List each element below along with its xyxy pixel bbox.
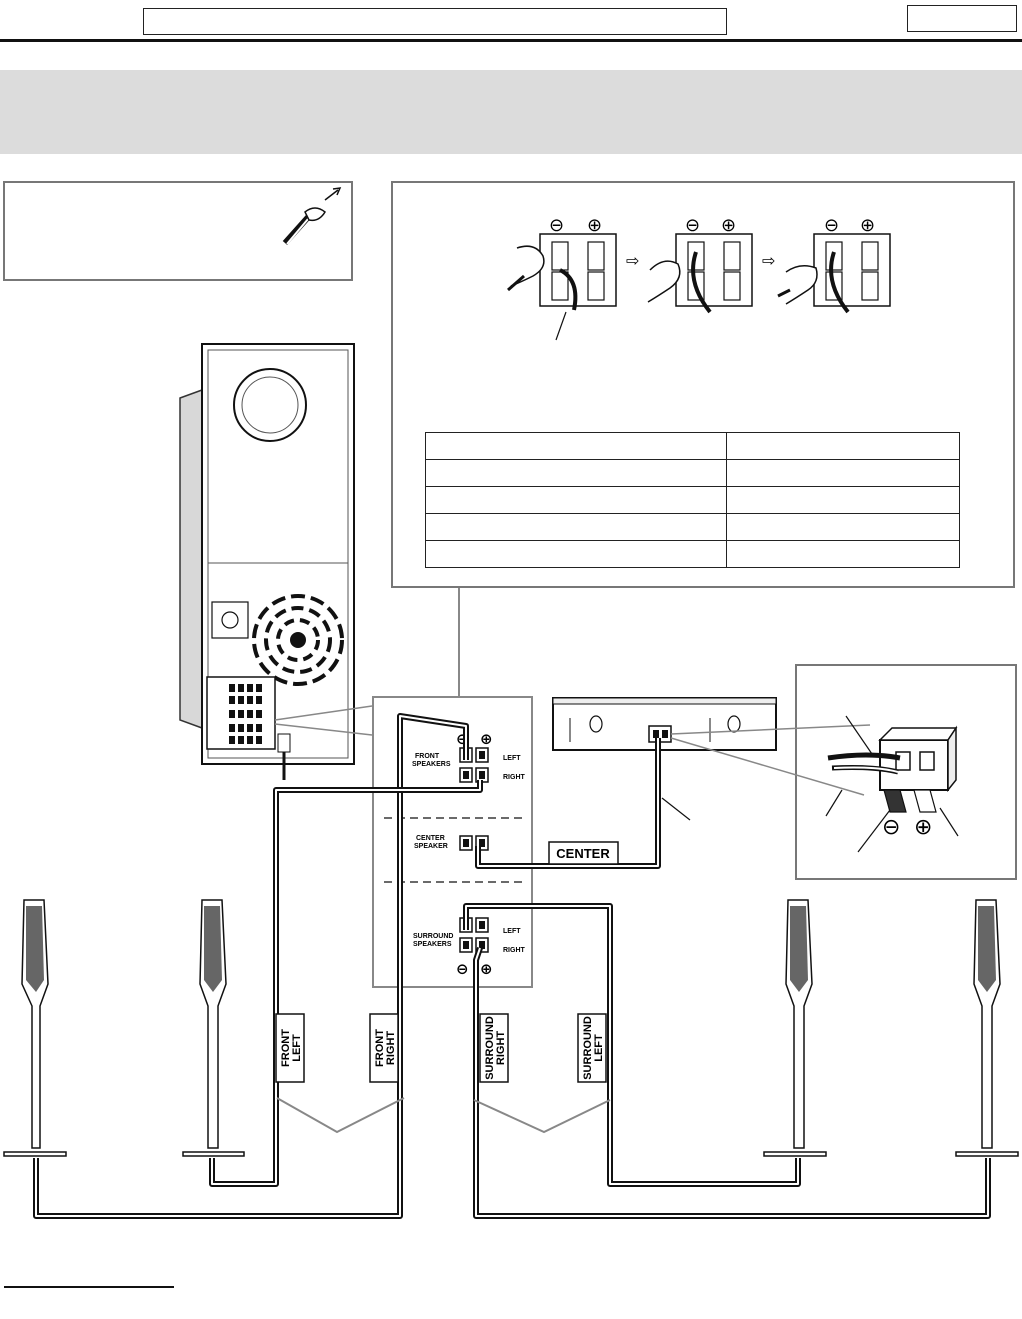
speaker-impedance-table	[425, 432, 960, 568]
svg-text:⇨: ⇨	[626, 251, 639, 270]
footnote-rule	[4, 1286, 174, 1288]
cable-tag-front-left: FRONTLEFT	[275, 1013, 305, 1083]
center-speaker-unit	[552, 697, 777, 751]
svg-text:SURROUNDLEFT: SURROUNDLEFT	[582, 1016, 605, 1080]
table-row	[425, 540, 960, 568]
surround-right-port-label: RIGHT	[503, 947, 526, 954]
twisted-wire-icon	[282, 187, 342, 245]
svg-text:⊕: ⊕	[721, 215, 736, 236]
svg-text:⊕: ⊕	[480, 730, 493, 748]
table-row	[425, 486, 960, 514]
center-terminal-closeup: ⊖ ⊕	[825, 715, 959, 853]
front-right-port-label: RIGHT	[503, 774, 526, 781]
svg-text:CENTER: CENTER	[556, 846, 610, 861]
cable-tag-surround-right: SURROUNDRIGHT	[479, 1013, 509, 1083]
header-title-box	[143, 8, 727, 35]
speaker-surround-left	[955, 899, 1019, 1157]
speaker-cables	[33, 713, 991, 1219]
minus-icon: ⊖	[882, 815, 900, 840]
cable-tag-front-right: FRONTRIGHT	[369, 1013, 399, 1083]
svg-text:FRONTLEFT: FRONTLEFT	[280, 1029, 303, 1067]
speaker-front-right	[182, 899, 245, 1157]
svg-text:⊕: ⊕	[587, 215, 602, 236]
cable-tag-surround-left: SURROUNDLEFT	[577, 1013, 607, 1083]
front-left-port-label: LEFT	[503, 755, 521, 762]
surround-left-port-label: LEFT	[503, 928, 521, 935]
svg-text:⊖: ⊖	[824, 215, 839, 236]
subwoofer-rear-panel	[179, 343, 355, 765]
section-title-band	[0, 70, 1022, 154]
plus-icon: ⊕	[914, 815, 932, 840]
svg-text:FRONTRIGHT: FRONTRIGHT	[374, 1029, 397, 1067]
header-page-box	[907, 5, 1017, 32]
svg-text:⊕: ⊕	[860, 215, 875, 236]
svg-text:⇨: ⇨	[762, 251, 775, 270]
terminal-step-illustrations: ⊖ ⊕ ⊖ ⊕ ⊖ ⊕ ⇨ ⇨	[507, 215, 891, 341]
svg-text:⊖: ⊖	[549, 215, 564, 236]
table-row	[425, 432, 960, 460]
speaker-front-left	[3, 899, 67, 1157]
svg-text:⊖: ⊖	[456, 960, 469, 978]
svg-text:SURROUNDRIGHT: SURROUNDRIGHT	[484, 1016, 507, 1080]
cable-tag-center: CENTER	[548, 841, 619, 865]
svg-text:⊕: ⊕	[480, 960, 493, 978]
table-row	[425, 459, 960, 487]
table-row	[425, 513, 960, 541]
svg-text:⊖: ⊖	[685, 215, 700, 236]
speaker-surround-right	[763, 899, 827, 1157]
header-rule	[0, 39, 1022, 42]
